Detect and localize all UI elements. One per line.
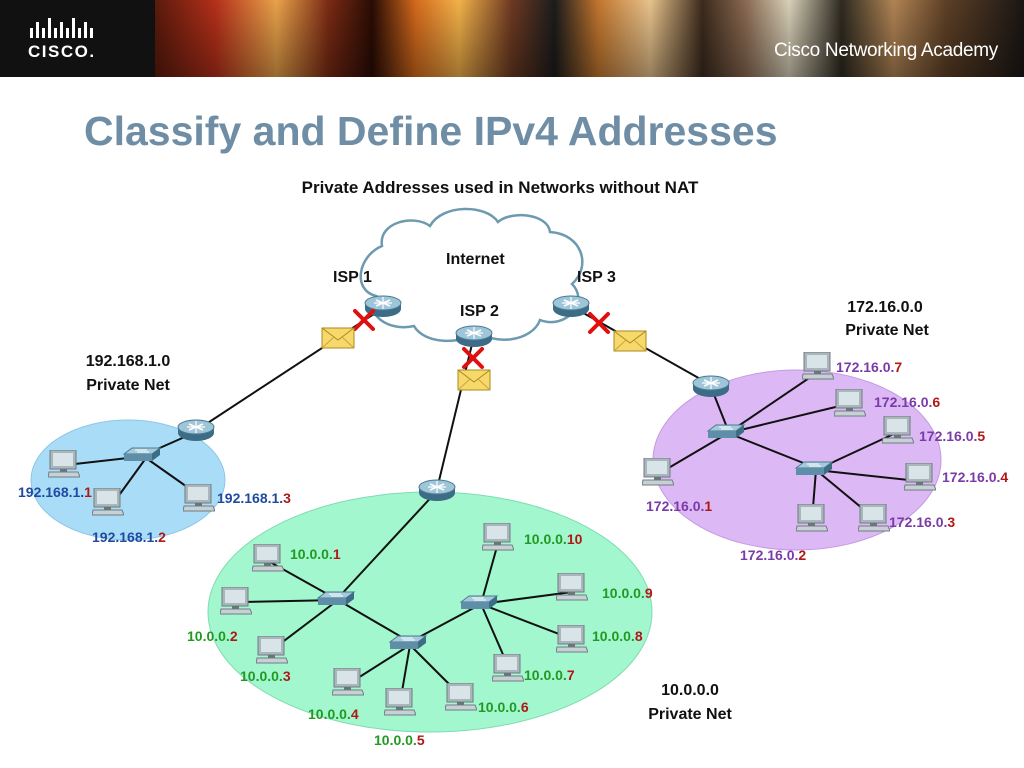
host-10-10-label: 10.0.0.10: [524, 531, 583, 547]
cisco-bridge-icon: [30, 18, 93, 38]
pc-icon-172-2: [796, 504, 828, 532]
cisco-logo-text: CISCO.: [28, 42, 96, 61]
host-192-3-label: 192.168.1.3: [217, 490, 291, 506]
net-192-region: [30, 419, 226, 541]
pc-icon-192-2: [92, 488, 124, 516]
host-10-7-label: 10.0.0.7: [524, 667, 575, 683]
header-banner: CISCO. Cisco Networking Academy: [0, 0, 1024, 77]
host-192-1-label: 192.168.1.1: [18, 484, 92, 500]
packet-envelope-icon-isp2: [457, 369, 491, 391]
host-10-5-label: 10.0.0.5: [374, 732, 425, 748]
link-switch172A-pc6: [727, 403, 849, 434]
host-172-2-label: 172.16.0.2: [740, 547, 806, 563]
link-isp2-router10: [436, 335, 475, 490]
pc-icon-172-1: [642, 458, 674, 486]
link-switch172A-switchB: [727, 432, 817, 469]
switch-172-b-icon: [795, 461, 833, 476]
pc-icon-10-2: [220, 587, 252, 615]
link-router10-switchA: [337, 490, 438, 599]
router-10-icon: [418, 479, 456, 502]
host-192-2-label: 192.168.1.2: [92, 529, 166, 545]
cisco-logo: CISCO.: [22, 18, 102, 62]
pc-icon-10-9: [556, 573, 588, 601]
pc-icon-192-3: [183, 484, 215, 512]
blocked-x-icon-isp2: [462, 347, 484, 369]
internet-cloud: [359, 207, 584, 342]
host-10-3-label: 10.0.0.3: [240, 668, 291, 684]
diagram-subtitle: Private Addresses used in Networks witho…: [301, 178, 699, 197]
link-switchB-pc8: [480, 603, 573, 640]
academy-brand-text: Cisco Networking Academy: [773, 40, 998, 61]
pc-icon-10-5: [384, 688, 416, 716]
packet-envelope-icon-isp3: [613, 330, 647, 352]
switch-192-icon: [123, 447, 161, 462]
pc-icon-172-7: [802, 352, 834, 380]
host-10-1-label: 10.0.0.1: [290, 546, 341, 562]
host-10-4-label: 10.0.0.4: [308, 706, 359, 722]
router-192-icon: [177, 419, 215, 442]
pc-icon-10-7: [492, 654, 524, 682]
net-172-caption: Private Net: [845, 322, 929, 339]
switch-10-c-icon: [389, 635, 427, 650]
host-10-2-label: 10.0.0.2: [187, 628, 238, 644]
link-switch172B-pc4: [815, 469, 919, 482]
host-172-5-label: 172.16.0.5: [919, 428, 985, 444]
link-switchA-switchC: [337, 599, 411, 643]
pc-icon-192-1: [48, 450, 80, 478]
host-10-6-label: 10.0.0.6: [478, 699, 529, 715]
blocked-x-icon-isp1: [353, 309, 375, 331]
banner-photo-strip: [155, 0, 1024, 77]
host-172-1-label: 172.16.0.1: [646, 498, 712, 514]
host-10-9-label: 10.0.0.9: [602, 585, 653, 601]
host-172-3-label: 172.16.0.3: [889, 514, 955, 530]
link-switch172A-pc7: [727, 371, 819, 434]
blocked-x-icon-isp3: [588, 312, 610, 334]
pc-icon-172-5: [882, 416, 914, 444]
pc-icon-172-4: [904, 463, 936, 491]
pc-icon-172-3: [858, 504, 890, 532]
host-10-8-label: 10.0.0.8: [592, 628, 643, 644]
switch-10-a-icon: [317, 591, 355, 606]
net-10-name: 10.0.0.0: [661, 682, 719, 699]
isp3-router-icon: [552, 295, 590, 318]
pc-icon-10-6: [445, 683, 477, 711]
switch-172-a-icon: [707, 424, 745, 439]
slide-title: Classify and Define IPv4 Addresses: [84, 108, 778, 154]
isp3-label: ISP 3: [577, 269, 616, 286]
isp1-label: ISP 1: [333, 269, 372, 286]
host-172-4-label: 172.16.0.4: [942, 469, 1008, 485]
pc-icon-10-3: [256, 636, 288, 664]
isp2-router-icon: [455, 325, 493, 348]
router-172-icon: [692, 375, 730, 398]
link-switchB-pc10: [480, 542, 499, 605]
net-10-caption: Private Net: [648, 706, 732, 723]
net-192-name: 192.168.1.0: [86, 353, 171, 370]
host-172-6-label: 172.16.0.6: [874, 394, 940, 410]
pc-icon-10-8: [556, 625, 588, 653]
pc-icon-10-10: [482, 523, 514, 551]
packet-envelope-icon-isp1: [321, 327, 355, 349]
pc-icon-10-1: [252, 544, 284, 572]
pc-icon-10-4: [332, 668, 364, 696]
pc-icon-172-6: [834, 389, 866, 417]
host-172-7-label: 172.16.0.7: [836, 359, 902, 375]
banner-photo-shade: [155, 0, 1024, 77]
switch-10-b-icon: [460, 595, 498, 610]
net-10-region: [207, 491, 653, 733]
net-192-caption: Private Net: [86, 377, 170, 394]
net-172-name: 172.16.0.0: [847, 299, 923, 316]
isp2-label: ISP 2: [460, 303, 499, 320]
internet-label: Internet: [446, 251, 505, 268]
link-switch172A-pc1: [659, 432, 729, 474]
